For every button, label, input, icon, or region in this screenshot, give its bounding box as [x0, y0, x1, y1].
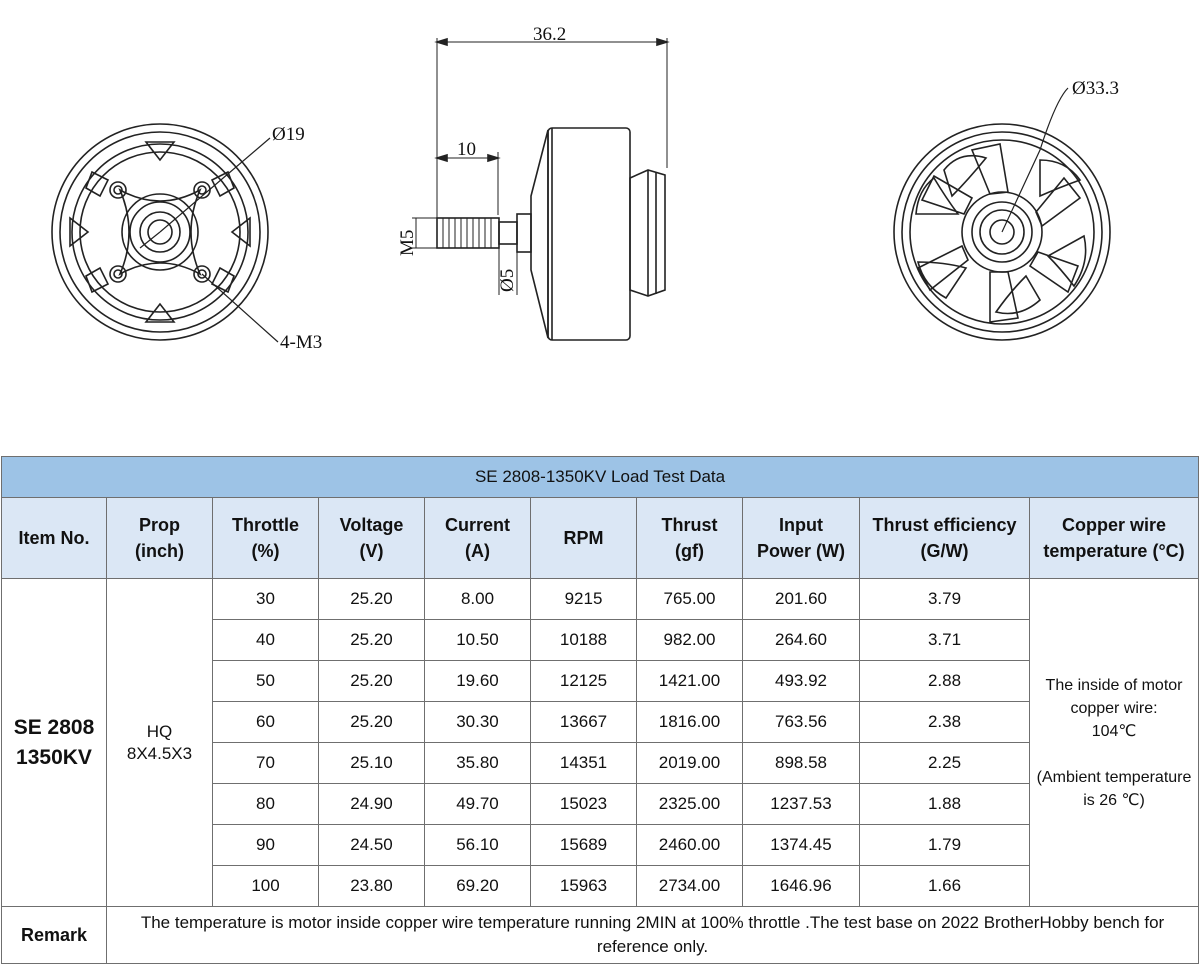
header-current: Current(A) — [424, 497, 531, 579]
rear-diameter-label: Ø33.3 — [1072, 78, 1119, 99]
power-cell: 264.60 — [742, 619, 860, 661]
power-cell: 1646.96 — [742, 865, 860, 907]
current-cell: 19.60 — [424, 660, 531, 702]
side-view-drawing — [412, 37, 670, 341]
voltage-cell: 25.20 — [318, 619, 425, 661]
remark-text: The temperature is motor inside copper w… — [105, 906, 1200, 964]
efficiency-cell: 1.66 — [859, 865, 1030, 907]
table-row: 90 24.50 56.10 15689 2460.00 1374.45 1.7… — [2, 824, 1199, 866]
remark-label: Remark — [1, 906, 107, 964]
efficiency-cell: 3.79 — [859, 578, 1030, 620]
rpm-cell: 12125 — [530, 660, 637, 702]
load-test-table: SE 2808-1350KV Load Test Data Item No. P… — [0, 456, 1200, 964]
efficiency-cell: 3.71 — [859, 619, 1030, 661]
rpm-cell: 15023 — [530, 783, 637, 825]
table-title: SE 2808-1350KV Load Test Data — [0, 456, 1200, 498]
current-cell: 69.20 — [424, 865, 531, 907]
power-cell: 763.56 — [742, 701, 860, 743]
voltage-cell: 25.20 — [318, 660, 425, 702]
power-cell: 1237.53 — [742, 783, 860, 825]
rpm-cell: 14351 — [530, 742, 637, 784]
throttle-cell: 40 — [212, 619, 319, 661]
efficiency-cell: 2.38 — [859, 701, 1030, 743]
shaft-length-label: 10 — [457, 139, 476, 160]
power-cell: 493.92 — [742, 660, 860, 702]
current-cell: 35.80 — [424, 742, 531, 784]
efficiency-cell: 2.88 — [859, 660, 1030, 702]
table-row: 40 25.20 10.50 10188 982.00 264.60 3.71 — [2, 619, 1199, 661]
power-cell: 201.60 — [742, 578, 860, 620]
current-cell: 30.30 — [424, 701, 531, 743]
front-view-drawing: Ø19 4-M3 — [51, 24, 1119, 353]
temperature-note-line3: (Ambient temperature is 26 ℃) — [1036, 768, 1192, 809]
header-voltage: Voltage(V) — [318, 497, 425, 579]
rpm-cell: 15963 — [530, 865, 637, 907]
header-thrust-efficiency: Thrust efficiency(G/W) — [859, 497, 1030, 579]
current-cell: 10.50 — [424, 619, 531, 661]
current-cell: 49.70 — [424, 783, 531, 825]
thrust-cell: 2734.00 — [636, 865, 743, 907]
header-item-no: Item No. — [1, 497, 107, 579]
overall-length-label: 36.2 — [533, 24, 566, 45]
thrust-cell: 982.00 — [636, 619, 743, 661]
table-row: 100 23.80 69.20 15963 2734.00 1646.96 1.… — [2, 865, 1199, 907]
rpm-cell: 13667 — [530, 701, 637, 743]
throttle-cell: 30 — [212, 578, 319, 620]
table-row: 60 25.20 30.30 13667 1816.00 763.56 2.38 — [2, 701, 1199, 743]
voltage-cell: 24.50 — [318, 824, 425, 866]
thrust-cell: 2460.00 — [636, 824, 743, 866]
rpm-cell: 10188 — [530, 619, 637, 661]
efficiency-cell: 1.79 — [859, 824, 1030, 866]
thread-label: M5 — [397, 230, 418, 256]
mount-holes-label: 4-M3 — [280, 332, 322, 353]
header-thrust: Thrust(gf) — [636, 497, 743, 579]
thrust-cell: 765.00 — [636, 578, 743, 620]
thrust-cell: 2325.00 — [636, 783, 743, 825]
voltage-cell: 23.80 — [318, 865, 425, 907]
rear-view-drawing — [893, 123, 1111, 341]
table-row: 80 24.90 49.70 15023 2325.00 1237.53 1.8… — [2, 783, 1199, 825]
rpm-cell: 9215 — [530, 578, 637, 620]
power-cell: 1374.45 — [742, 824, 860, 866]
thrust-cell: 1421.00 — [636, 660, 743, 702]
current-cell: 8.00 — [424, 578, 531, 620]
shaft-diameter-label: Ø5 — [497, 269, 518, 292]
header-rpm: RPM — [530, 497, 637, 579]
remark-row: Remark The temperature is motor inside c… — [1, 906, 1200, 964]
throttle-cell: 100 — [212, 865, 319, 907]
voltage-cell: 25.20 — [318, 578, 425, 620]
throttle-cell: 50 — [212, 660, 319, 702]
throttle-cell: 90 — [212, 824, 319, 866]
temperature-note-line1: The inside of motor copper wire: — [1045, 676, 1183, 717]
front-diameter-label: Ø19 — [272, 124, 305, 145]
rpm-cell: 15689 — [530, 824, 637, 866]
throttle-cell: 60 — [212, 701, 319, 743]
voltage-cell: 25.10 — [318, 742, 425, 784]
power-cell: 898.58 — [742, 742, 860, 784]
header-row: Item No. Prop(inch) Throttle(%) Voltage(… — [1, 497, 1200, 579]
thrust-cell: 1816.00 — [636, 701, 743, 743]
temperature-note-cell: The inside of motor copper wire: 104℃ (A… — [1028, 578, 1200, 907]
voltage-cell: 24.90 — [318, 783, 425, 825]
throttle-cell: 80 — [212, 783, 319, 825]
current-cell: 56.10 — [424, 824, 531, 866]
temperature-note-line2: 104℃ — [1091, 722, 1137, 740]
header-prop: Prop(inch) — [106, 497, 213, 579]
throttle-cell: 70 — [212, 742, 319, 784]
header-throttle: Throttle(%) — [212, 497, 319, 579]
voltage-cell: 25.20 — [318, 701, 425, 743]
thrust-cell: 2019.00 — [636, 742, 743, 784]
efficiency-cell: 2.25 — [859, 742, 1030, 784]
efficiency-cell: 1.88 — [859, 783, 1030, 825]
technical-drawings: Ø19 4-M3 — [0, 0, 1200, 455]
table-row: 70 25.10 35.80 14351 2019.00 898.58 2.25 — [2, 742, 1199, 784]
